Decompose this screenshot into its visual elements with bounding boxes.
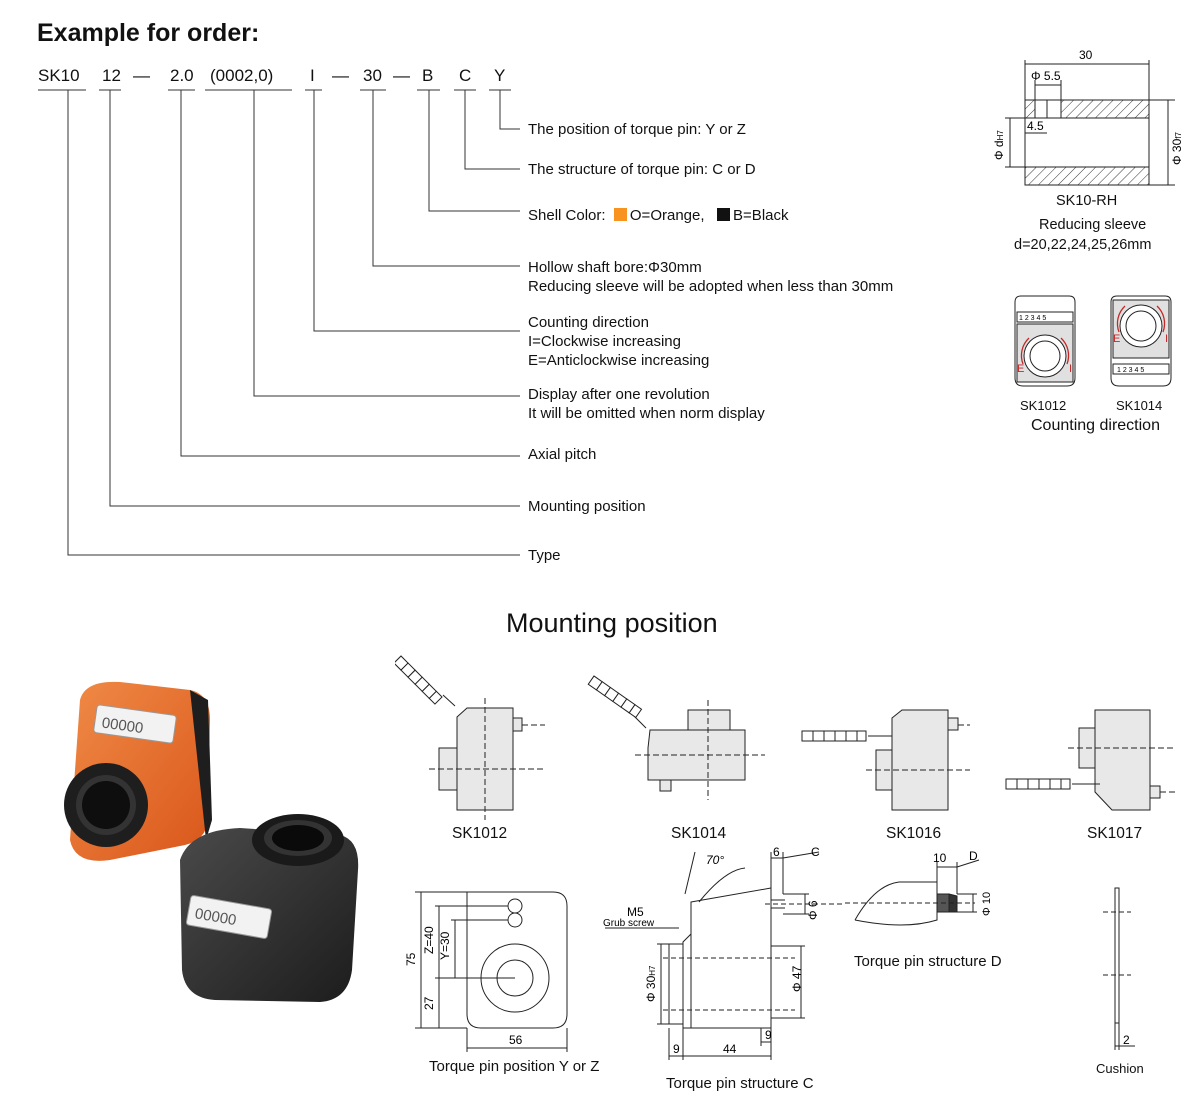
desc-bore-line2: Reducing sleeve will be adopted when les… xyxy=(528,278,894,295)
black-unit-digits: 00000 xyxy=(194,905,238,929)
structure-c-caption: Torque pin structure C xyxy=(666,1075,814,1092)
position-dim-z: Z=40 xyxy=(422,926,436,954)
black-swatch-icon xyxy=(717,208,731,221)
desc-bore: Hollow shaft bore:Φ30mm Reducing sleeve … xyxy=(528,258,893,296)
code-color: B xyxy=(422,66,434,85)
structure-c-m5: M5 xyxy=(627,905,644,919)
structure-c-label-c: C xyxy=(811,845,820,859)
orange-unit-digits: 00000 xyxy=(101,714,145,737)
counting-right-e: E xyxy=(1113,333,1120,345)
structure-c-dim-44: 44 xyxy=(723,1042,737,1056)
desc-display: Display after one revolution It will be … xyxy=(528,385,765,423)
structure-d-caption: Torque pin structure D xyxy=(854,953,1002,970)
structure-c-angle: 70° xyxy=(706,853,724,867)
mount-sk1016-drawing xyxy=(801,709,970,811)
position-caption: Torque pin position Y or Z xyxy=(429,1058,600,1075)
code-direction: I xyxy=(310,66,315,85)
code-type: SK10 xyxy=(38,66,80,85)
counting-direction-drawing: 1 2 3 4 5 1 2 3 4 5 E I E I xyxy=(1014,295,1172,387)
sleeve-dim-d: Φ dH7 xyxy=(992,130,1006,160)
desc-shell-color: Shell Color: O=Orange, B=Black xyxy=(528,206,789,225)
product-photo: 00000 00000 xyxy=(64,681,359,1002)
code-pitch: 2.0 xyxy=(170,66,194,85)
structure-d-label-d: D xyxy=(969,850,978,863)
desc-bore-line1: Hollow shaft bore:Φ30mm xyxy=(528,259,702,276)
position-dim-75: 75 xyxy=(404,952,418,966)
structure-c-dim-9-bottom: 9 xyxy=(673,1042,680,1056)
torque-pin-structure-d-drawing: 10 D Φ 10 xyxy=(845,850,993,926)
sleeve-dim-phi30: Φ 30f7 xyxy=(1170,132,1184,165)
structure-c-grub: Grub screw xyxy=(603,918,655,929)
counting-right-i: I xyxy=(1165,333,1168,345)
cushion-caption: Cushion xyxy=(1096,1061,1144,1076)
sleeve-dim-phi55: Φ 5.5 xyxy=(1031,69,1061,83)
counting-left-label: SK1012 xyxy=(1020,398,1067,413)
desc-display-line2: It will be omitted when norm display xyxy=(528,405,765,422)
reducing-sleeve-drawing: 30 Φ 5.5 4.5 Φ dH7 Φ 30f7 xyxy=(992,48,1184,186)
sleeve-caption: Reducing sleeve xyxy=(1039,217,1147,233)
mount-sk1012-counter-icon xyxy=(395,655,443,705)
sleeve-dim-45: 4.5 xyxy=(1027,119,1044,133)
position-dim-y: Y=30 xyxy=(438,931,452,960)
code-dash: — xyxy=(332,66,349,85)
mount-label-sk1014: SK1014 xyxy=(671,825,727,842)
shell-color-orange: O=Orange, xyxy=(629,207,705,224)
torque-pin-position-drawing: 75 Z=40 Y=30 27 56 xyxy=(404,891,568,1052)
order-title: Example for order: xyxy=(37,19,260,47)
mounting-title: Mounting position xyxy=(506,608,718,638)
structure-c-dim-6: 6 xyxy=(773,845,780,859)
sleeve-sizes: d=20,22,24,25,26mm xyxy=(1014,237,1152,253)
cushion-drawing: 2 xyxy=(1103,887,1135,1050)
desc-direction: Counting direction I=Clockwise increasin… xyxy=(528,313,709,370)
mount-sk1012-drawing xyxy=(395,655,545,820)
code-dash: — xyxy=(393,66,410,85)
code-bore: 30 xyxy=(363,66,382,85)
structure-c-dim-phi47: Φ 47 xyxy=(790,965,804,992)
structure-c-dim-phi30: Φ 30H7 xyxy=(644,965,658,1002)
desc-display-line1: Display after one revolution xyxy=(528,386,710,403)
code-dash: — xyxy=(133,66,150,85)
structure-d-dim-phi10: Φ 10 xyxy=(981,892,993,916)
structure-c-dim-9-top: 9 xyxy=(765,1028,772,1042)
shell-color-prefix: Shell Color: xyxy=(528,207,606,224)
counting-right-digits: 1 2 3 4 5 xyxy=(1117,367,1144,374)
mount-label-sk1012: SK1012 xyxy=(452,825,508,842)
code-structure: C xyxy=(459,66,472,85)
counting-left-i: I xyxy=(1069,363,1072,375)
mount-sk1017-counter-icon xyxy=(1005,778,1071,790)
position-dim-27: 27 xyxy=(422,996,436,1010)
mount-sk1014-counter-icon xyxy=(587,675,643,719)
mount-label-sk1017: SK1017 xyxy=(1087,825,1143,842)
code-position: Y xyxy=(494,66,506,85)
counting-caption: Counting direction xyxy=(1031,417,1160,434)
structure-c-dim-phi6: Φ 6 xyxy=(806,900,820,920)
counting-left-digits: 1 2 3 4 5 xyxy=(1019,315,1046,322)
mount-sk1017-drawing xyxy=(1005,709,1175,811)
desc-torque-structure: The structure of torque pin: C or D xyxy=(528,161,756,178)
shell-color-black: B=Black xyxy=(733,207,789,224)
structure-d-dim-10: 10 xyxy=(933,851,947,865)
desc-type: Type xyxy=(528,547,561,564)
orange-swatch-icon xyxy=(613,208,627,221)
desc-direction-line1: Counting direction xyxy=(528,314,649,331)
sleeve-name: SK10-RH xyxy=(1056,193,1118,209)
counting-left-e: E xyxy=(1017,363,1024,375)
counting-right-label: SK1014 xyxy=(1116,398,1163,413)
desc-direction-line2: I=Clockwise increasing xyxy=(528,333,681,350)
torque-pin-structure-c-drawing: 70° 6 C Φ 6 M5 Grub screw Φ 30H7 Φ 47 9 … xyxy=(603,845,845,1060)
cushion-dim-2: 2 xyxy=(1123,1033,1130,1047)
desc-torque-position: The position of torque pin: Y or Z xyxy=(528,121,746,138)
mount-sk1014-drawing xyxy=(587,675,765,800)
code-mounting: 12 xyxy=(102,66,121,85)
desc-pitch: Axial pitch xyxy=(528,446,597,463)
sleeve-dim-30: 30 xyxy=(1079,48,1093,62)
code-display: (0002,0) xyxy=(210,66,274,85)
desc-mounting: Mounting position xyxy=(528,498,646,515)
mount-sk1016-counter-icon xyxy=(801,730,867,742)
desc-direction-line3: E=Anticlockwise increasing xyxy=(528,352,710,369)
order-leader-lines xyxy=(38,89,520,556)
position-dim-56: 56 xyxy=(509,1033,523,1047)
mount-label-sk1016: SK1016 xyxy=(886,825,942,842)
